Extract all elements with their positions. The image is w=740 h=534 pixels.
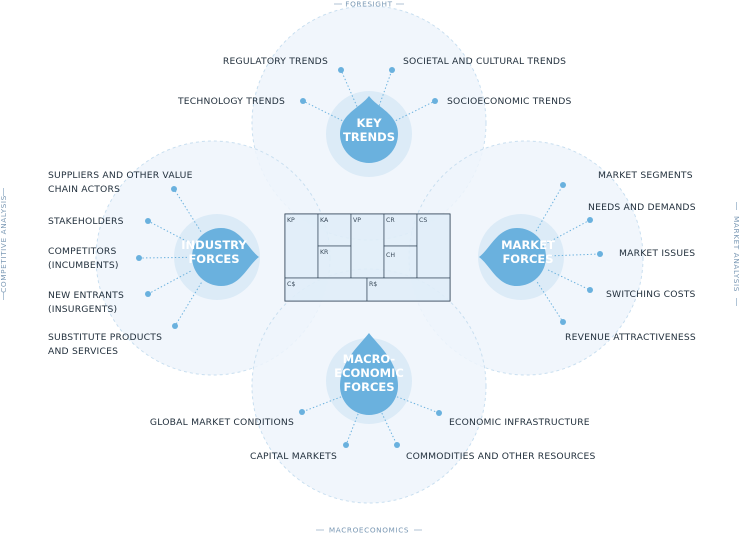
canvas-label-cs: CS [419, 217, 427, 224]
canvas-label-cr: CR [386, 217, 395, 224]
leader-line [340, 69, 358, 107]
leader-dot [394, 442, 400, 448]
edge-caption-bottom: MACROECONOMICS [329, 526, 409, 534]
leader-dot [172, 323, 178, 329]
leader-line [395, 100, 436, 122]
canvas-label-revenue: R$ [369, 281, 377, 288]
force-item-label: COMMODITIES AND OTHER RESOURCES [406, 451, 596, 462]
canvas-revenue-streams [366, 277, 451, 302]
canvas-channels [383, 245, 418, 279]
hub-market-forces [479, 228, 546, 286]
force-item-label: SOCIETAL AND CULTURAL TRENDS [403, 56, 566, 67]
leader-line [550, 253, 601, 257]
leader-lines [136, 67, 603, 448]
leader-line [174, 282, 202, 327]
business-model-canvas: KP KA VP CR CS KR CH C$ R$ [284, 213, 451, 302]
canvas-label-kp: KP [287, 217, 295, 224]
leader-line [536, 281, 564, 323]
leader-line [535, 184, 564, 232]
leader-dot [587, 217, 593, 223]
leader-dot [560, 182, 566, 188]
force-labels: REGULATORY TRENDS SOCIETAL AND CULTURAL T… [48, 56, 696, 462]
leader-dot [436, 410, 442, 416]
hubs [192, 96, 546, 415]
leader-line [381, 412, 398, 446]
canvas-customer-relationships [383, 213, 418, 247]
force-item-label: SWITCHING COSTS [606, 289, 696, 300]
leader-dot [560, 319, 566, 325]
canvas-label-vp: VP [353, 217, 361, 224]
canvas-cost-structure [284, 277, 368, 302]
canvas-customer-segments [416, 213, 451, 279]
leader-dot [300, 98, 306, 104]
leader-dot [338, 67, 344, 73]
canvas-label-cost: C$ [287, 281, 295, 288]
edge-caption-left: COMPETITIVE ANALYSIS [0, 195, 8, 293]
canvas-label-kr: KR [320, 249, 329, 256]
force-item-label: REVENUE ATTRACTIVENESS [565, 332, 696, 343]
force-item-label: NEW ENTRANTS(INSURGENTS) [48, 290, 124, 315]
hub-macro-forces [340, 333, 398, 415]
leader-line [302, 100, 343, 122]
force-item-label: GLOBAL MARKET CONDITIONS [150, 417, 294, 428]
leader-dot [432, 98, 438, 104]
canvas-label-ka: KA [320, 217, 329, 224]
leader-dot [171, 186, 177, 192]
edge-caption-top: FORESIGHT [345, 0, 392, 9]
leader-line [138, 256, 188, 259]
leader-line [378, 69, 393, 106]
leader-line [547, 219, 591, 244]
leader-dot [145, 291, 151, 297]
edge-caption-right: MARKET ANALYSIS [732, 216, 740, 292]
leader-line [396, 396, 440, 414]
hub-key-trends [340, 96, 398, 163]
canvas-value-propositions [350, 213, 385, 279]
force-item-label: TECHNOLOGY TRENDS [177, 96, 285, 107]
force-item-label: CAPITAL MARKETS [250, 451, 337, 462]
hub-industry-forces [192, 228, 259, 286]
leader-dot [343, 442, 349, 448]
force-item-label: REGULATORY TRENDS [223, 56, 328, 67]
canvas-label-ch: CH [386, 252, 395, 259]
leader-dot [587, 287, 593, 293]
force-item-label: MARKET SEGMENTS [598, 170, 693, 181]
leader-dot [389, 67, 395, 73]
force-item-label: COMPETITORS(INCUMBENTS) [48, 246, 119, 271]
leader-dot [145, 218, 151, 224]
leader-dot [136, 255, 142, 261]
force-item-label: NEEDS AND DEMANDS [588, 202, 696, 213]
leader-dot [299, 409, 305, 415]
leader-line [147, 270, 191, 295]
force-item-label: MARKET ISSUES [619, 248, 695, 259]
force-item-label: ECONOMIC INFRASTRUCTURE [449, 417, 590, 428]
leader-line [173, 188, 202, 232]
leader-line [147, 220, 191, 244]
leader-line [547, 269, 591, 291]
force-item-label: SOCIOECONOMIC TRENDS [447, 96, 572, 107]
force-item-label: STAKEHOLDERS [48, 216, 124, 227]
leader-dot [597, 251, 603, 257]
